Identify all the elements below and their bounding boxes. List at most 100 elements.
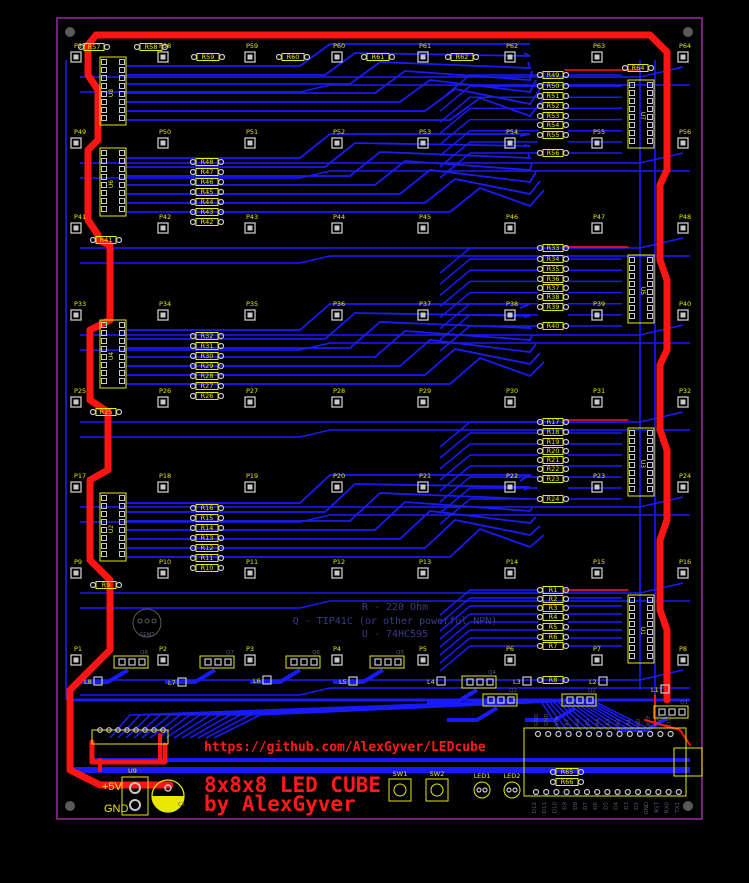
resistor-pad [562,131,570,139]
column-pad-hole [594,484,600,490]
column-pad [504,481,516,493]
resistor-pad [562,438,570,446]
pad-label: P1 [74,645,82,653]
ic-pin [647,106,653,112]
ic-pin [101,330,107,336]
column-pad [591,51,603,63]
resistor-pad [562,465,570,473]
resistor-pad [536,613,544,621]
resistor-pad [562,92,570,100]
mounting-hole [683,27,693,37]
bottom-trace [126,88,541,112]
resistor-pad [217,168,225,176]
arduino-pin-label: D13 [667,714,673,726]
column-pad-hole [334,225,340,231]
ic-pin [647,281,653,287]
resistor-pad [536,586,544,594]
bottom-trace [126,160,533,186]
resistor-pad [217,208,225,216]
column-pad [244,567,256,579]
arduino-pin-label: GND [544,713,550,726]
resistor-pad [190,53,198,61]
ic-pin [647,653,653,659]
arduino-pin-label: RST [654,801,660,812]
resistor-label: R37 [547,284,560,292]
resistor-label: R41 [100,236,113,244]
resistor-pad [115,236,123,244]
resistor-pad [217,534,225,542]
resistor-pad [189,342,197,350]
resistor-label: R38 [547,293,560,301]
column-pad [591,567,603,579]
resistor-pad [217,392,225,400]
resistor-label: R39 [547,303,560,311]
ic-pin [647,438,653,444]
resistor-pad [536,604,544,612]
ic-pin [119,378,125,384]
ic-pin [647,122,653,128]
ic-pin [629,82,635,88]
ic-pin [119,67,125,73]
column-pad [417,222,429,234]
arduino-pin-label: A1 [626,719,632,726]
pad-label: P48 [679,213,691,221]
header-pin [142,727,148,733]
resistor-pad [217,504,225,512]
resistor-pad [275,53,283,61]
bottom-trace [126,186,545,213]
column-pad-hole [73,399,79,405]
arduino-pin [636,730,644,738]
resistor-pad [217,342,225,350]
pad-label: P18 [159,472,171,480]
ic-pin [101,354,107,360]
transistor-pin [214,658,222,666]
pad-label: P47 [593,213,605,221]
resistor-label: R3 [549,604,558,612]
arduino-pin [585,730,593,738]
led-pin [506,787,512,793]
bottom-trace [439,152,538,179]
bottom-trace [126,52,531,76]
resistor-pad [536,465,544,473]
bottom-trace [80,170,690,179]
ic-pin [629,629,635,635]
column-pad-hole [160,570,166,576]
ic-pin [629,597,635,603]
resistor-label: R19 [547,438,560,446]
bottom-trace [126,527,545,558]
arduino-pin-label: D11 [542,802,548,813]
top-copper-traces [66,31,691,789]
ic-pin [119,83,125,89]
resistor-label: R26 [201,392,214,400]
pad-label: P36 [333,300,345,308]
column-pad-hole [680,140,686,146]
transistor-pin [204,658,212,666]
resistor-label: R23 [547,475,560,483]
column-pad [417,481,429,493]
resistor-pad [189,392,197,400]
ic-pin [629,605,635,611]
pad-label: P61 [419,42,431,50]
column-pad [244,481,256,493]
column-pad [70,654,82,666]
pad-label: P30 [506,387,518,395]
layer-label: L3 [513,678,521,686]
ic-pin [101,115,107,121]
ic-pin [629,454,635,460]
u9-label: U9 [128,767,137,775]
ic-pin [119,338,125,344]
led-pin [476,787,482,793]
ic-label: U7 [639,112,646,120]
column-pad [591,137,603,149]
resistor-pad [536,303,544,311]
ic-pin [101,107,107,113]
ic-pin [119,370,125,376]
arduino-pin-label: VIN [554,717,560,727]
resistor-pad [189,524,197,532]
arduino-pin-label: A6 [575,718,581,726]
column-pad-hole [680,399,686,405]
bottom-trace [439,129,538,157]
resistor-pad [536,456,544,464]
